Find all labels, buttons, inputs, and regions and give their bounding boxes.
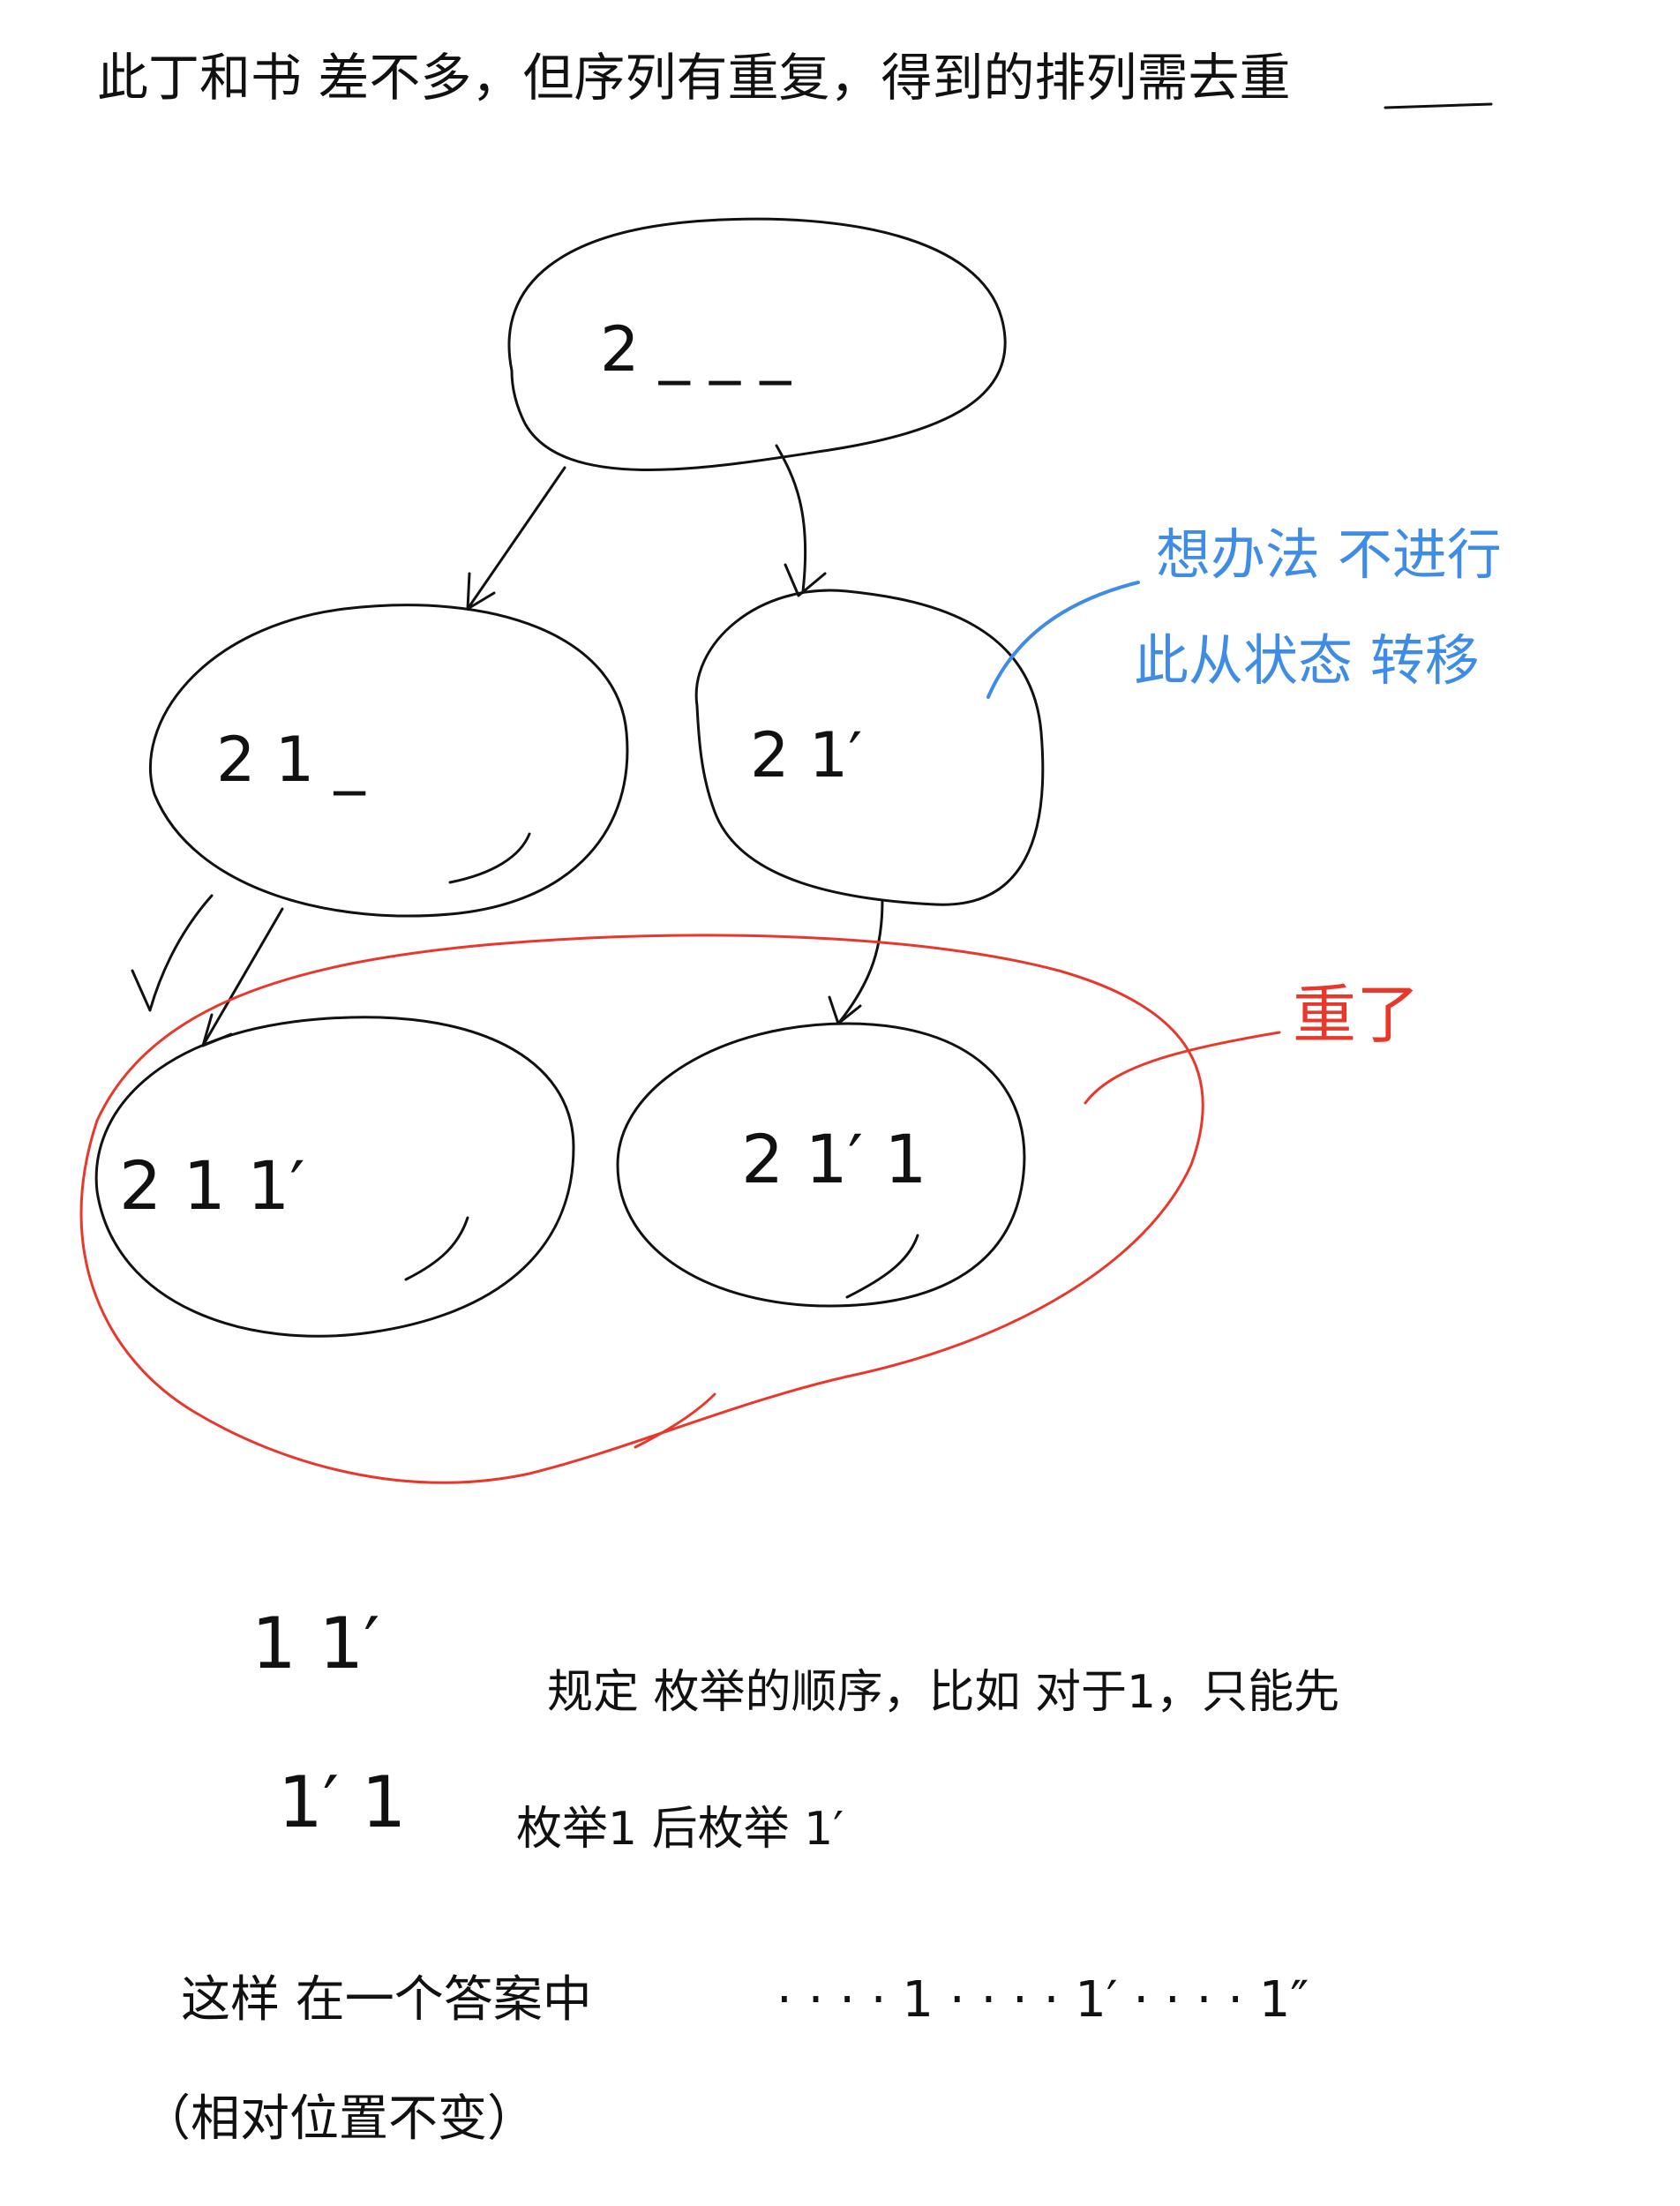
- bottom-left-node: 2 1 1′: [94, 1016, 575, 1338]
- left-middle-node: 2 1 _: [149, 604, 629, 918]
- right-to-bottom-right-arrow: [828, 898, 884, 1025]
- root-label: 2 _ _ _: [600, 313, 791, 386]
- left-middle-ellipse: [149, 604, 629, 918]
- bottom-right-node: 2 1′ 1: [616, 1022, 1026, 1308]
- root-to-right-arrow: [775, 444, 827, 597]
- sequence-note: （相对位置不变）: [141, 2090, 536, 2148]
- title-text: 此丁和书 差不多，但序列有重复，得到的排列需去重: [97, 48, 1290, 108]
- red-pointer-line: [1084, 1031, 1281, 1105]
- bottom-right-ellipse: [616, 1022, 1026, 1308]
- blue-note-line2: 此从状态 转移: [1134, 628, 1480, 693]
- right-middle-label: 2 1′: [750, 719, 862, 792]
- duplicate-label: 重了: [1293, 978, 1420, 1052]
- sequence-example: · · · · 1 · · · · 1′ · · · · 1″: [776, 1971, 1309, 2029]
- duplicate-group-outline: [79, 934, 1204, 1484]
- pair-one-one-prime: 1 1′: [251, 1602, 379, 1685]
- right-middle-ellipse: [694, 589, 1045, 906]
- sequence-intro: 这样 在一个答案中: [181, 1971, 592, 2029]
- root-ellipse: [507, 217, 1007, 471]
- right-middle-node: 2 1′: [694, 589, 1045, 906]
- bottom-right-label: 2 1′ 1: [741, 1120, 927, 1198]
- left-extra-arrow: [131, 894, 214, 1012]
- rule-line-1: 规定 枚举的顺序，比如 对于1，只能先: [547, 1666, 1339, 1719]
- left-middle-tail: [448, 832, 531, 884]
- rule-line-2: 枚举1 后枚举 1′: [516, 1803, 844, 1856]
- bottom-left-label: 2 1 1′: [119, 1146, 305, 1225]
- left-middle-label: 2 1 _: [216, 724, 366, 796]
- pair-one-prime-one: 1′ 1: [278, 1761, 406, 1843]
- root-to-left-arrow: [466, 466, 566, 611]
- blue-note-line1: 想办法 不进行: [1156, 522, 1502, 587]
- bottom-left-tail: [404, 1216, 469, 1281]
- title-underline: [1384, 102, 1493, 109]
- blue-pointer-line: [986, 581, 1140, 699]
- bottom-right-tail: [845, 1234, 919, 1299]
- root-node: 2 _ _ _: [507, 217, 1007, 471]
- bottom-left-ellipse: [94, 1016, 575, 1338]
